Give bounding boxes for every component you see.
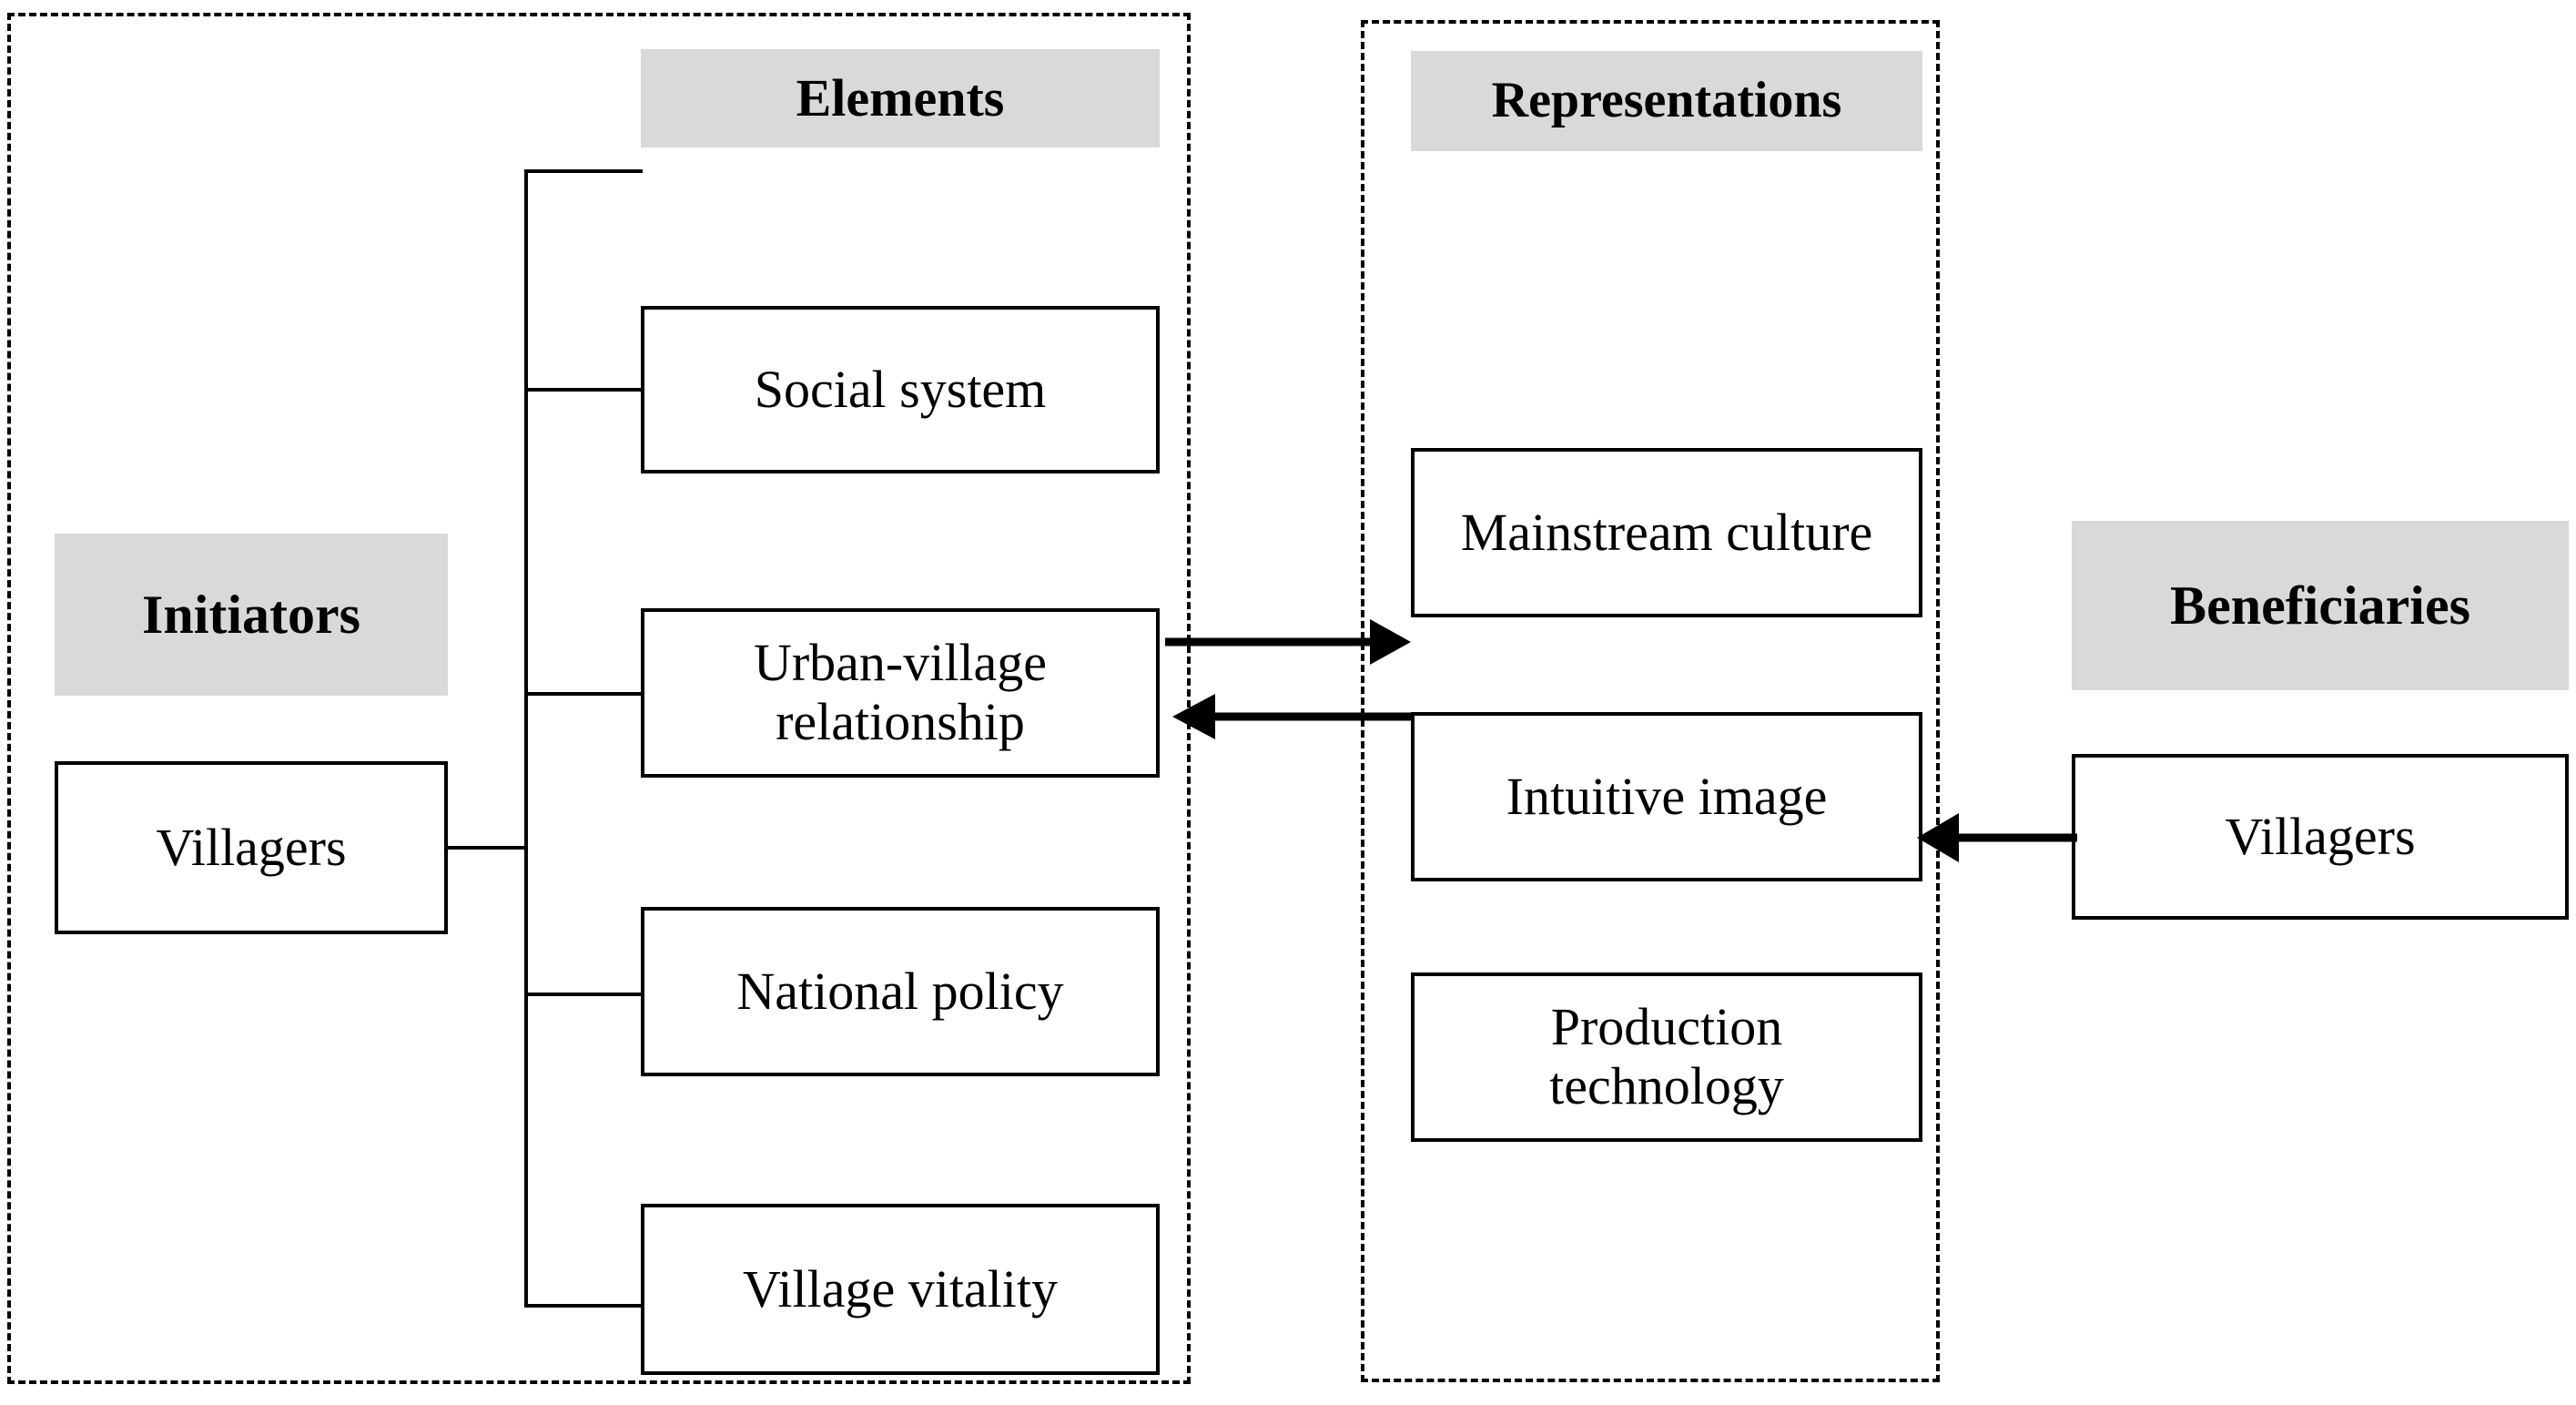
- initiators-node-villagers[interactable]: Villagers: [55, 761, 448, 934]
- tree-branch-village-vitality: [524, 1304, 643, 1308]
- elements-to-representations-arrow: [1165, 619, 1411, 665]
- villagers-to-tree-connector: [446, 846, 528, 850]
- representations-node-intuitive-image[interactable]: Intuitive image: [1411, 712, 1922, 881]
- elements-header: Elements: [641, 49, 1160, 148]
- tree-branch-urban-village-relationship: [524, 692, 643, 696]
- elements-node-social-system[interactable]: Social system: [641, 306, 1160, 473]
- elements-node-national-policy[interactable]: National policy: [641, 907, 1160, 1076]
- representations-to-elements-arrow: [1172, 694, 1411, 739]
- representations-node-production-technology[interactable]: Production technology: [1411, 972, 1922, 1142]
- tree-spine: [524, 169, 528, 1308]
- initiators-header: Initiators: [55, 534, 448, 696]
- beneficiaries-node-villagers[interactable]: Villagers: [2072, 754, 2569, 920]
- representations-header: Representations: [1411, 51, 1922, 151]
- tree-branch-national-policy: [524, 993, 643, 996]
- elements-node-urban-village-relationship[interactable]: Urban-village relationship: [641, 608, 1160, 778]
- right-dashed-panel: [1361, 20, 1940, 1382]
- representations-node-mainstream-culture[interactable]: Mainstream culture: [1411, 448, 1922, 617]
- left-dashed-panel: [7, 13, 1191, 1384]
- beneficiaries-to-representations-arrow: [1917, 813, 2077, 862]
- tree-branch-elements-header: [524, 169, 643, 173]
- beneficiaries-header: Beneficiaries: [2072, 521, 2569, 690]
- elements-node-village-vitality[interactable]: Village vitality: [641, 1204, 1160, 1375]
- tree-branch-social-system: [524, 388, 643, 392]
